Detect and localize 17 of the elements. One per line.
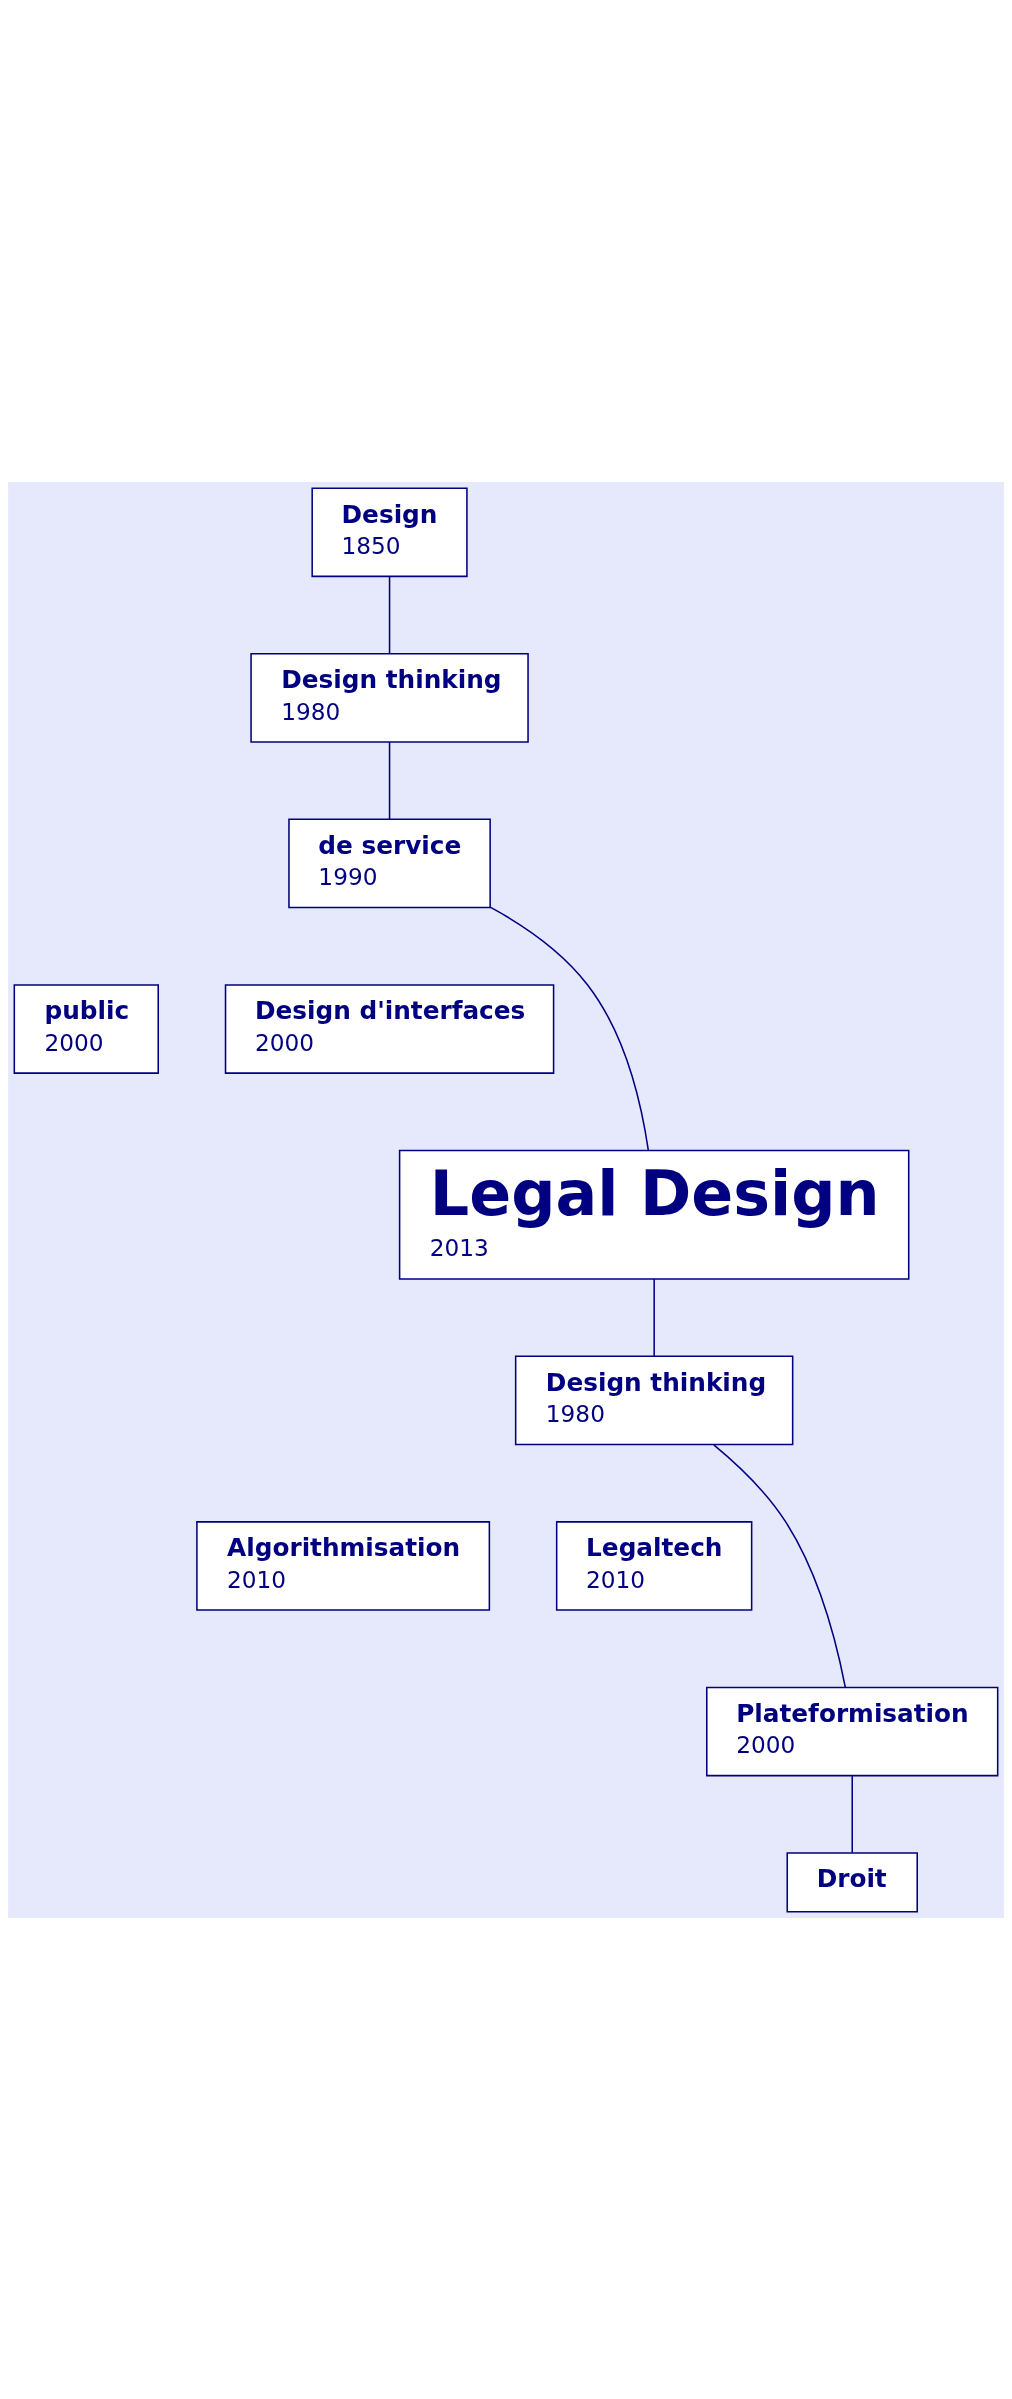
node-box: Legaltech 2010 (555, 1520, 753, 1611)
node-box: public 2000 (13, 983, 159, 1074)
node-box: Algorithmisation 2010 (196, 1520, 491, 1611)
connector (653, 1277, 655, 1357)
connector (851, 1774, 853, 1853)
node-box: de service 1990 (288, 818, 491, 908)
connector (388, 575, 391, 654)
connector (713, 1443, 847, 1688)
node-box: Plateformisation 2000 (706, 1686, 999, 1776)
node-box: Design thinking 1980 (250, 652, 529, 743)
node-box: Legal Design 2013 (398, 1149, 910, 1280)
connector (489, 905, 650, 1151)
connector (388, 740, 391, 820)
node-box: Design thinking 1980 (514, 1355, 794, 1445)
node-box: Droit (786, 1851, 918, 1913)
node-box: Design 1850 (311, 486, 468, 577)
node-box: Design d'interfaces 2000 (224, 983, 555, 1074)
